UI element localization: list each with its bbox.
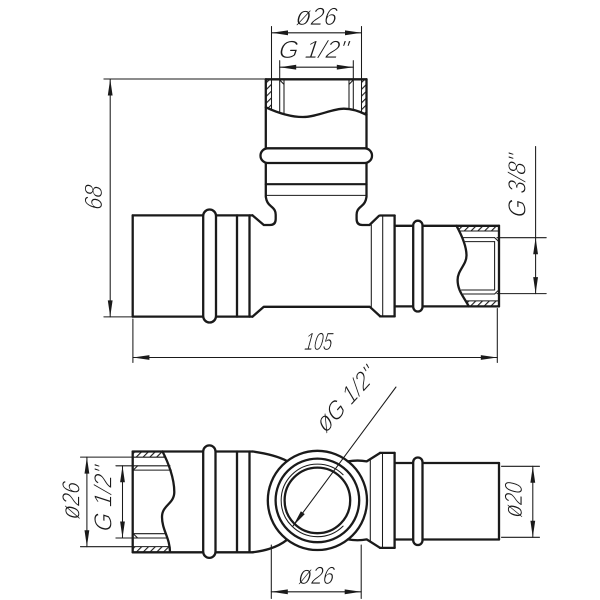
svg-text:105: 105 — [303, 328, 335, 356]
svg-text:øG 1/2": øG 1/2" — [309, 357, 382, 439]
svg-text:ø26: ø26 — [294, 0, 339, 31]
svg-text:ø26: ø26 — [297, 559, 337, 590]
svg-text:ø26: ø26 — [55, 479, 86, 521]
svg-text:G 1/2": G 1/2" — [277, 36, 351, 64]
svg-text:G 3/8": G 3/8" — [504, 151, 532, 219]
svg-text:68: 68 — [80, 183, 108, 211]
svg-text:G 1/2": G 1/2" — [90, 463, 118, 533]
svg-text:ø20: ø20 — [497, 480, 528, 519]
